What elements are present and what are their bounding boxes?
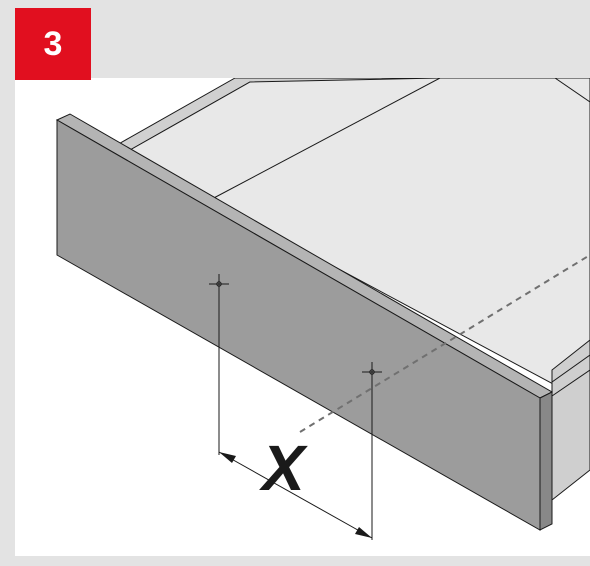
dimension-line: [218, 451, 373, 539]
dimension-label: X: [259, 432, 308, 504]
drawer-front-diagram: X: [55, 78, 590, 540]
header-band: [0, 0, 590, 78]
drawing-area: X: [15, 78, 590, 556]
dimension-arrow-left: [219, 452, 236, 463]
step-number-badge: 3: [15, 8, 91, 80]
handle-centerline: [299, 254, 590, 433]
dimension-arrow-right: [355, 527, 372, 538]
drawer-inner-edge-right: [554, 78, 590, 103]
drawer-inner-edge: [209, 78, 441, 201]
front-panel-end-face: [539, 391, 553, 531]
